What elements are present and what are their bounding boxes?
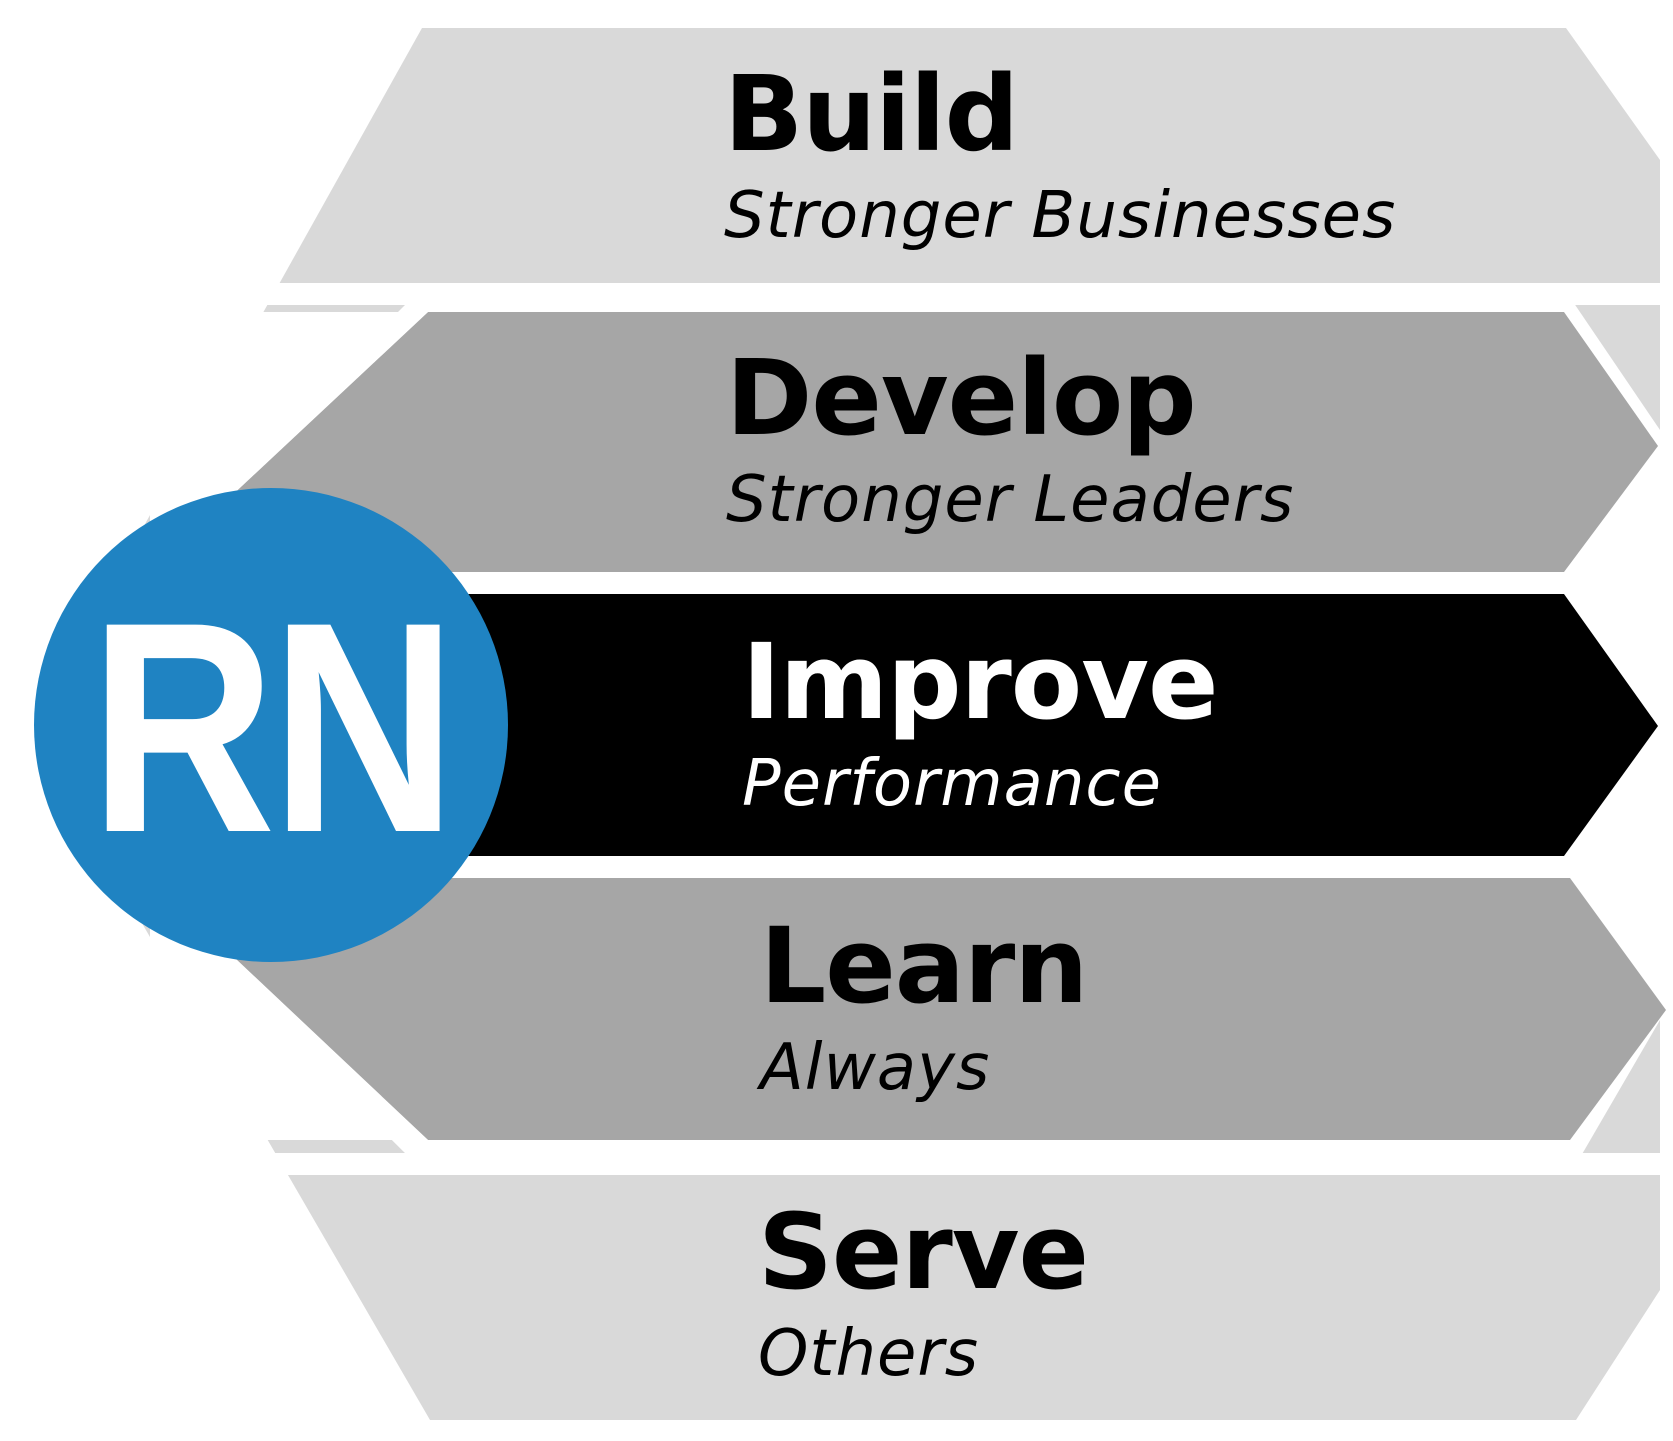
band-title: Develop <box>726 337 1197 459</box>
band-subtitle: Always <box>760 1031 991 1105</box>
band-serve: Serve Others <box>758 1191 1089 1391</box>
band-build: Build Stronger Businesses <box>724 62 1396 248</box>
band-develop-shape <box>150 312 1658 572</box>
band-improve-shape <box>160 594 1658 856</box>
band-learn: Learn Always <box>760 905 1088 1105</box>
band-learn-shape <box>150 878 1666 1140</box>
rn-logo-circle: RN <box>34 488 508 962</box>
band-subtitle: Others <box>758 1317 980 1391</box>
rn-logo-text: RN <box>89 559 457 895</box>
band-title: Serve <box>758 1191 1089 1313</box>
band-title: Improve <box>742 621 1219 743</box>
band-title: Build <box>724 53 1019 175</box>
band-subtitle: Stronger Businesses <box>724 179 1397 253</box>
band-title: Learn <box>760 905 1088 1027</box>
band-subtitle: Performance <box>742 747 1162 821</box>
band-improve: Improve Performance <box>742 621 1219 821</box>
band-subtitle: Stronger Leaders <box>726 463 1295 537</box>
band-develop: Develop Stronger Leaders <box>726 346 1294 532</box>
